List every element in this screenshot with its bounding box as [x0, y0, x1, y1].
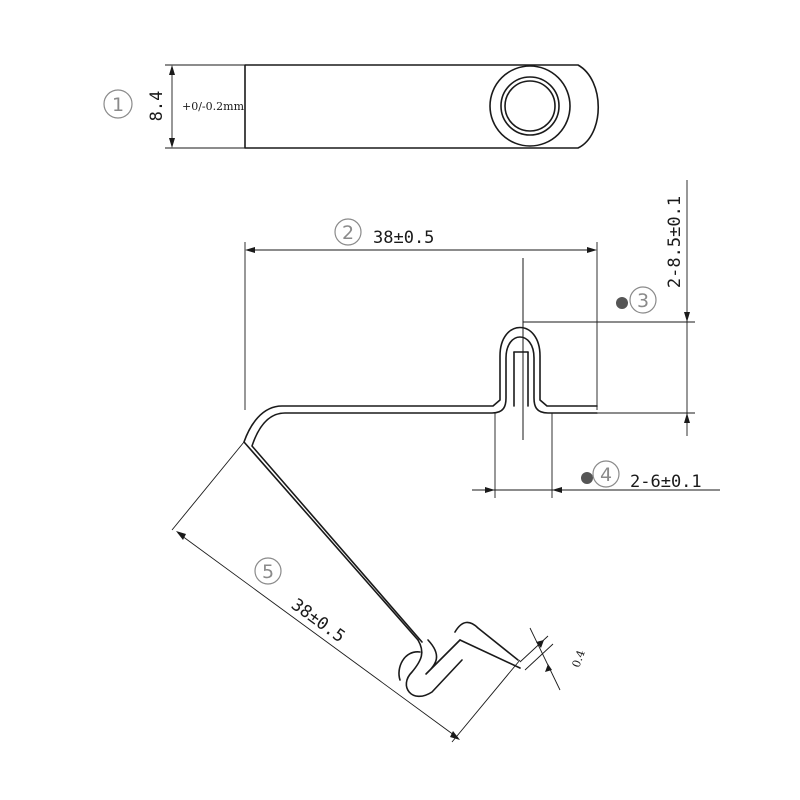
- height-value: 2-8.5±0.1: [665, 196, 685, 288]
- dot-icon: [616, 297, 628, 309]
- thickness-value: 0.4: [570, 648, 588, 669]
- length-top-value: 38±0.5: [373, 228, 434, 248]
- balloon-2: 2: [334, 218, 362, 246]
- dim-38-top: [244, 242, 598, 410]
- lower-bend-outer: [405, 639, 463, 698]
- balloon-1: 1: [103, 89, 133, 119]
- balloon-3: 3: [616, 286, 657, 314]
- balloon-2-label: 2: [342, 222, 354, 244]
- gap-value: 2-6±0.1: [630, 472, 702, 492]
- width-value: 8.4: [147, 91, 167, 122]
- balloon-5-label: 5: [262, 561, 274, 583]
- balloon-3-label: 3: [637, 290, 649, 312]
- balloon-1-label: 1: [112, 94, 124, 116]
- dim-38-diag: [171, 441, 521, 743]
- dim-gap: [472, 413, 720, 498]
- strip-outline: [244, 64, 599, 149]
- lower-tail: [454, 621, 521, 669]
- balloon-4: 4: [581, 460, 620, 488]
- side-view: [243, 326, 598, 698]
- ring-inner: [504, 80, 556, 132]
- balloon-4-label: 4: [600, 464, 612, 486]
- lower-bend-inner: [425, 639, 461, 675]
- lower-bend-left: [398, 651, 421, 681]
- arrow: [169, 65, 175, 75]
- dim-height: [523, 180, 695, 436]
- ring-mid: [500, 76, 560, 136]
- dot-icon: [581, 472, 593, 484]
- dim-thickness: [519, 627, 561, 691]
- length-diag-value: 38±0.5: [287, 595, 348, 647]
- arm-lower: [251, 336, 598, 643]
- arrow: [169, 138, 175, 148]
- width-tolerance: +0/-0.2mm: [182, 100, 245, 113]
- top-view: [165, 64, 599, 149]
- ring-outer: [489, 65, 571, 147]
- arm-upper: [243, 326, 598, 641]
- balloon-5: 5: [254, 557, 282, 585]
